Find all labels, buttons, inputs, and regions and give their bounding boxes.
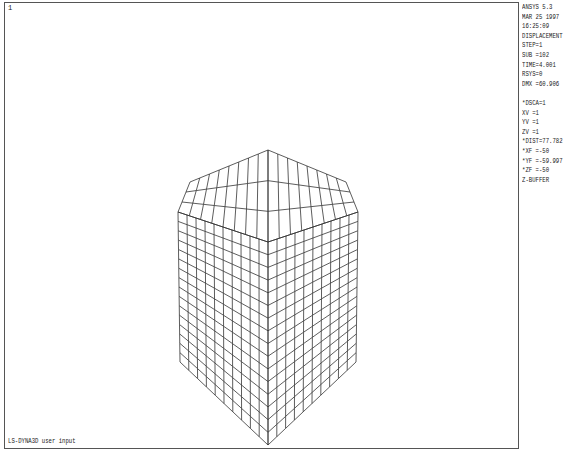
mesh-line xyxy=(288,158,291,235)
status-text: MAR 25 1997 xyxy=(522,14,559,22)
status-text: *YF =-59.997 xyxy=(522,158,563,166)
mesh-line xyxy=(179,278,268,331)
mesh-line xyxy=(268,202,354,211)
status-text: RSYS=0 xyxy=(522,71,542,79)
mesh-line xyxy=(179,259,268,306)
status-text: *DIST=77.782 xyxy=(522,138,563,146)
mesh-line xyxy=(178,231,268,268)
mesh-line xyxy=(268,150,346,182)
status-text: DISPLACEMENT xyxy=(522,33,563,41)
mesh-line xyxy=(278,154,280,238)
plot-title: LS-DYNA3D user input xyxy=(8,438,76,446)
mesh-line xyxy=(178,182,190,212)
mesh-line xyxy=(336,178,347,216)
mesh-line xyxy=(268,268,357,318)
status-text: YV =1 xyxy=(522,119,539,127)
mesh-line xyxy=(327,174,336,220)
mesh-line xyxy=(268,212,358,242)
mesh-line xyxy=(178,240,268,280)
status-text: SUB =102 xyxy=(522,52,549,60)
mesh-line xyxy=(180,343,268,419)
plot-frame xyxy=(5,3,519,449)
mesh-line xyxy=(268,150,269,242)
status-text: *DSCA=1 xyxy=(522,100,546,108)
mesh-line xyxy=(190,150,268,182)
mesh-line xyxy=(257,154,259,238)
status-text: *ZF =-50 xyxy=(522,167,549,175)
mesh-line xyxy=(268,325,357,395)
mesh-line xyxy=(180,325,269,395)
mesh-line xyxy=(268,343,356,419)
mesh-line xyxy=(246,158,249,235)
mesh-line xyxy=(180,334,268,407)
status-text: DMX =60.906 xyxy=(522,81,559,89)
mesh-line xyxy=(317,170,325,223)
status-text: XV =1 xyxy=(522,110,539,118)
mesh-line xyxy=(307,166,313,227)
mesh-line xyxy=(223,166,229,227)
mesh-line xyxy=(180,353,268,433)
mesh-line xyxy=(178,212,268,242)
mesh-line xyxy=(182,202,268,211)
mesh-line xyxy=(268,259,357,306)
status-text: STEP=1 xyxy=(522,42,542,50)
mesh-line xyxy=(268,315,357,381)
mesh-line xyxy=(179,315,268,381)
mesh-line xyxy=(180,362,268,445)
mesh-line xyxy=(189,178,200,216)
mesh-line xyxy=(179,250,269,293)
status-text: Z-BUFFER xyxy=(522,177,549,185)
mesh-line xyxy=(268,353,356,433)
status-text: TIME=4.001 xyxy=(522,62,556,70)
status-text: *XF =-50 xyxy=(522,148,549,156)
status-text: 16:25:09 xyxy=(522,23,549,31)
mesh-line xyxy=(297,162,302,231)
mesh-line xyxy=(268,221,358,254)
mesh-line xyxy=(268,362,356,445)
status-text: ANSYS 5.3 xyxy=(522,4,552,12)
status-text: ZV =1 xyxy=(522,129,539,137)
mesh-line xyxy=(268,278,357,331)
deformed-mesh xyxy=(178,150,358,445)
mesh-line xyxy=(201,174,210,220)
mesh-line xyxy=(268,296,357,356)
mesh-line xyxy=(268,240,358,280)
mesh-line xyxy=(268,150,269,242)
mesh-line xyxy=(268,181,350,192)
mesh-line xyxy=(179,268,268,318)
mesh-line xyxy=(186,181,268,192)
mesh-line xyxy=(234,162,239,231)
window-number: 1 xyxy=(8,5,12,12)
mesh-line xyxy=(346,182,358,212)
mesh-line xyxy=(179,296,268,356)
mesh-line xyxy=(212,170,220,223)
mesh-line xyxy=(268,231,358,268)
mesh-line xyxy=(268,334,356,407)
mesh-line xyxy=(178,221,268,254)
mesh-line xyxy=(268,250,358,293)
